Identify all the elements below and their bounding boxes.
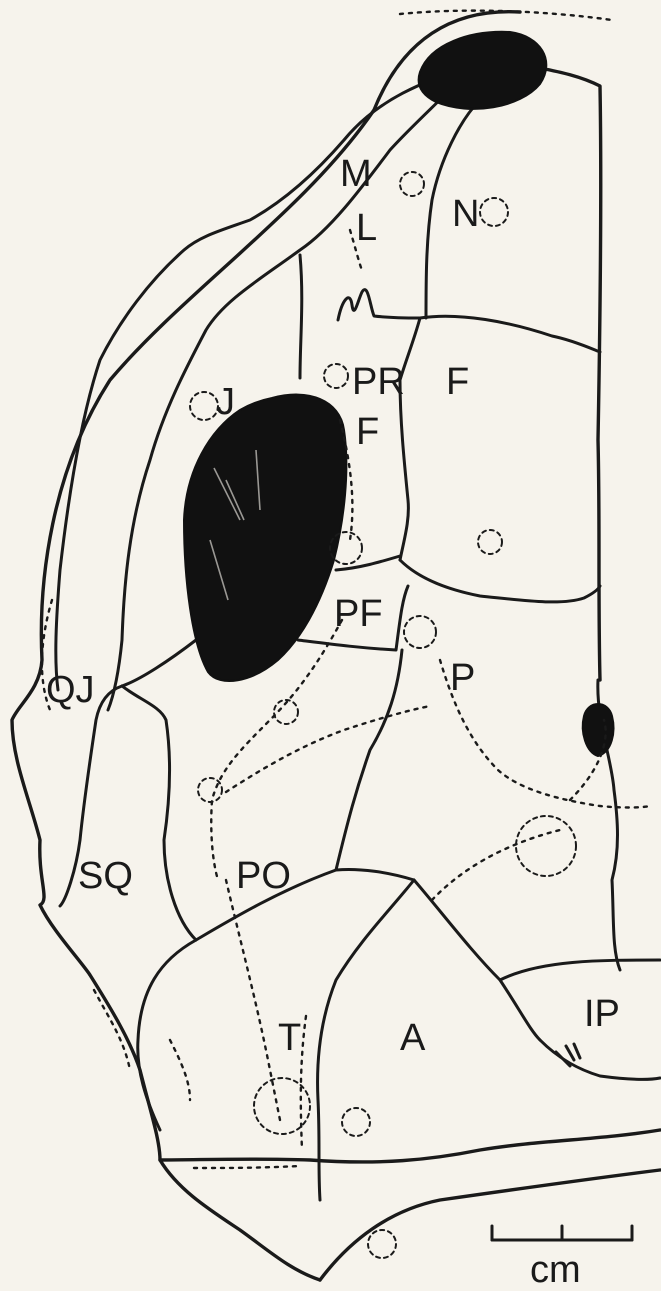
bone-labels: M L N J PR F F PF P QJ SQ PO T A IP bbox=[46, 153, 620, 1059]
label-prefrontal: PR bbox=[352, 361, 405, 403]
label-quadratojugal: QJ bbox=[46, 669, 95, 711]
orbit-opening bbox=[184, 395, 346, 681]
label-lacrimal: L bbox=[356, 207, 377, 249]
scale-bar: cm bbox=[492, 1226, 632, 1291]
label-postfrontal: PF bbox=[334, 593, 383, 635]
label-nasal: N bbox=[452, 193, 479, 235]
label-squamosal: SQ bbox=[78, 855, 133, 897]
label-maxilla: M bbox=[340, 153, 372, 195]
label-prefrontal-f: F bbox=[356, 411, 379, 453]
pineal-foramen bbox=[583, 704, 614, 756]
label-a: A bbox=[400, 1017, 426, 1059]
nostril-opening bbox=[419, 32, 547, 109]
label-postorbital: PO bbox=[236, 855, 291, 897]
ossification-centres bbox=[190, 172, 580, 1258]
label-interparietal: IP bbox=[584, 993, 620, 1035]
label-jugal: J bbox=[216, 381, 235, 423]
scale-bar-unit: cm bbox=[530, 1249, 581, 1291]
label-parietal: P bbox=[450, 657, 475, 699]
label-frontal: F bbox=[446, 361, 469, 403]
label-tabular: T bbox=[278, 1017, 301, 1059]
